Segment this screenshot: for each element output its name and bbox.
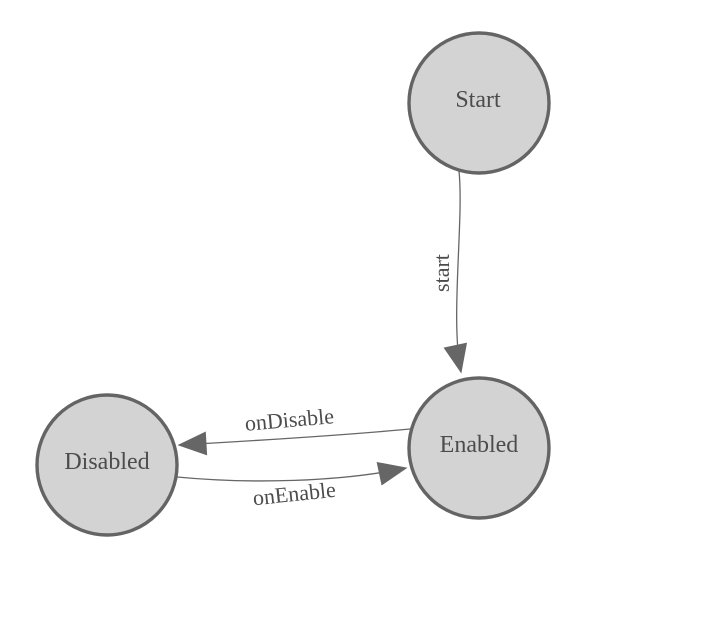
- edge-start-to-enabled: [443, 170, 468, 374]
- node-layer: Start Enabled Disabled: [35, 31, 551, 537]
- state-node-enabled: Enabled: [407, 376, 551, 520]
- disabled-node-label: Disabled: [64, 449, 149, 475]
- disabled-node-circle: [35, 393, 179, 537]
- enabled-node-circle: [407, 376, 551, 520]
- start-node-label: Start: [455, 87, 501, 113]
- edge-enabled-to-disabled: [177, 428, 411, 456]
- edge-label-onenable: onEnable: [252, 477, 337, 511]
- state-node-start: Start: [407, 31, 551, 175]
- start-node-circle: [407, 31, 551, 175]
- state-node-disabled: Disabled: [35, 393, 179, 537]
- edge-label-start: start: [429, 254, 454, 292]
- enabled-node-label: Enabled: [440, 432, 519, 458]
- edge-layer: [176, 170, 468, 486]
- edge-disabled-to-enabled: [176, 461, 408, 486]
- edge-label-ondisable: onDisable: [244, 403, 335, 436]
